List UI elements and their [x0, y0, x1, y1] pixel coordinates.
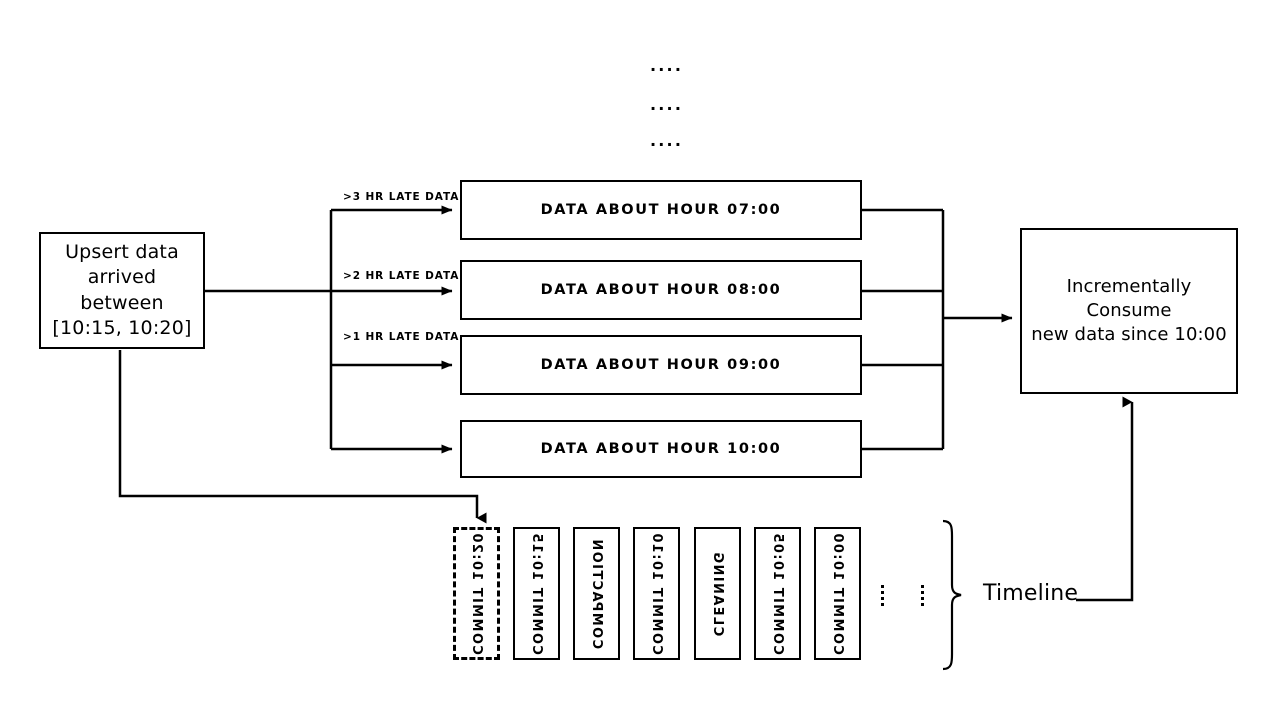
upsert-line: Upsert data [65, 241, 179, 264]
hour-data-label: DATA ABOUT HOUR 09:00 [540, 357, 782, 373]
hour-data-box-10: DATA ABOUT HOUR 10:00 [460, 420, 862, 478]
upsert-source-text: Upsert data arrived between [10:15, 10:2… [47, 240, 197, 340]
upsert-source-box: Upsert data arrived between [10:15, 10:2… [39, 232, 205, 349]
edge-upsert-to-commit [118, 350, 487, 524]
hour-data-box-08: DATA ABOUT HOUR 08:00 [460, 260, 862, 320]
commit-label: COMMIT 10:20 [469, 532, 484, 655]
hour-data-box-07: DATA ABOUT HOUR 07:00 [460, 180, 862, 240]
timeline-commit-10-15: COMMIT 10:15 [513, 527, 560, 660]
commit-label: COMMIT 10:05 [770, 532, 785, 655]
commit-label: COMMIT 10:15 [529, 532, 544, 655]
commit-label: COMMIT 10:00 [830, 532, 845, 655]
timeline-continuation-dots [921, 585, 925, 606]
dot [921, 597, 924, 600]
incremental-consume-box: Incrementally Consume new data since 10:… [1020, 228, 1238, 394]
upsert-line: [10:15, 10:20] [52, 316, 192, 339]
edge-label-1hr-late: >1 HR LATE DATA [343, 331, 460, 343]
commit-label: COMMIT 10:10 [649, 532, 664, 655]
timeline-commit-10-00: COMMIT 10:00 [814, 527, 861, 660]
timeline-compaction: COMPACTION [573, 527, 620, 660]
commit-label: COMPACTION [589, 537, 604, 650]
upsert-line: arrived between [80, 266, 164, 314]
timeline-brace [942, 519, 962, 671]
hour-data-label: DATA ABOUT HOUR 07:00 [540, 202, 782, 218]
timeline-caption: Timeline [983, 581, 1079, 606]
dot [881, 597, 884, 600]
top-ellipsis-row: .... [650, 56, 684, 75]
hour-data-label: DATA ABOUT HOUR 10:00 [540, 441, 782, 457]
hour-data-label: DATA ABOUT HOUR 08:00 [540, 282, 782, 298]
timeline-commit-10-05: COMMIT 10:05 [754, 527, 801, 660]
top-ellipsis-row: .... [650, 131, 684, 150]
incremental-consume-text: Incrementally Consume new data since 10:… [1028, 275, 1230, 348]
hour-data-box-09: DATA ABOUT HOUR 09:00 [460, 335, 862, 395]
timeline-continuation-dots [881, 585, 885, 606]
consume-line: new data since 10:00 [1031, 324, 1227, 346]
dot [921, 603, 924, 606]
edge-label-2hr-late: >2 HR LATE DATA [343, 270, 460, 282]
timeline-commit-10-20: COMMIT 10:20 [453, 527, 500, 660]
consume-line: Incrementally Consume [1066, 275, 1192, 321]
dot [881, 603, 884, 606]
timeline-cleaning: CLEANING [694, 527, 741, 660]
edge-timeline-to-consume [1076, 396, 1134, 602]
commit-label: CLEANING [710, 550, 725, 637]
top-ellipsis-row: .... [650, 95, 684, 114]
dot [881, 585, 884, 588]
dot [881, 591, 884, 594]
edge-label-3hr-late: >3 HR LATE DATA [343, 191, 460, 203]
dot [921, 591, 924, 594]
dot [921, 585, 924, 588]
timeline-commit-10-10: COMMIT 10:10 [633, 527, 680, 660]
